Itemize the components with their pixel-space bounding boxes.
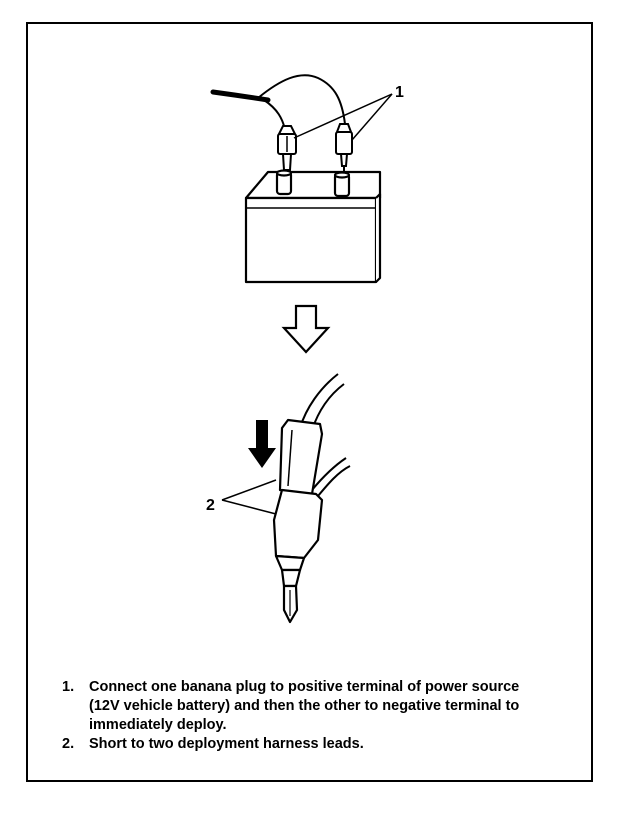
callout-1-leaders bbox=[293, 93, 393, 141]
instruction-item-1: 1. Connect one banana plug to positive t… bbox=[62, 678, 532, 735]
callout-2-leaders bbox=[221, 479, 277, 515]
instruction-text: Short to two deployment harness leads. bbox=[89, 736, 364, 752]
callout-1-label: 1 bbox=[395, 84, 404, 101]
instruction-text: Connect one banana plug to positive term… bbox=[89, 679, 520, 733]
down-arrow-icon bbox=[281, 304, 331, 354]
battery-illustration: 1 bbox=[210, 74, 404, 284]
instruction-number: 1. bbox=[62, 679, 75, 695]
banana-plug-right-icon bbox=[335, 123, 353, 176]
push-arrow-icon bbox=[248, 420, 276, 468]
harness-connector-illustration: 2 bbox=[206, 373, 351, 624]
connector-upper-icon bbox=[278, 418, 324, 496]
callout-2-label: 2 bbox=[206, 497, 215, 514]
harness-wires bbox=[299, 373, 351, 497]
instruction-item-2: 2. Short to two deployment harness leads… bbox=[62, 735, 532, 754]
instruction-list: 1. Connect one banana plug to positive t… bbox=[62, 678, 532, 754]
figure-frame bbox=[26, 22, 593, 782]
battery-icon bbox=[244, 169, 382, 284]
instruction-number: 2. bbox=[62, 736, 75, 752]
connector-icon bbox=[272, 488, 324, 624]
lead-wires bbox=[210, 74, 346, 137]
